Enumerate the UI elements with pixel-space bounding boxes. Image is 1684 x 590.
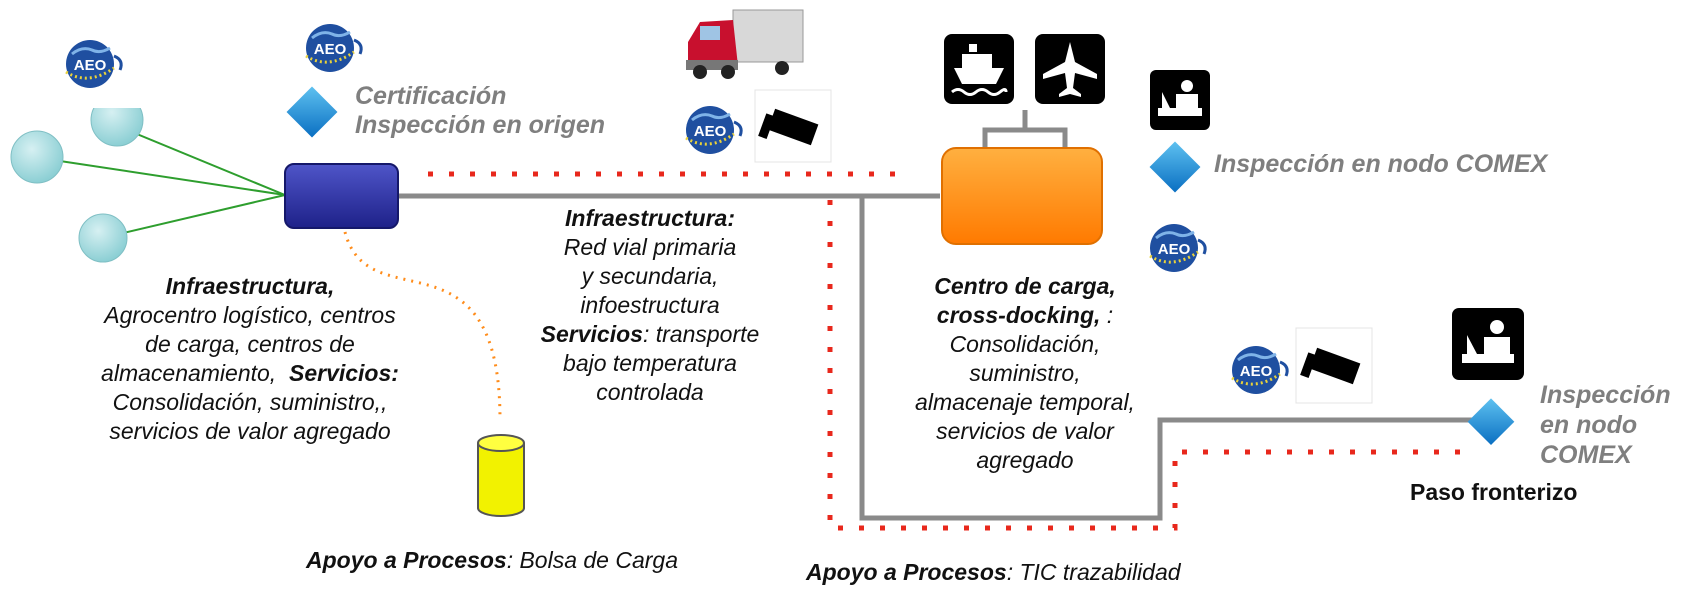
farm-circle-bottom (78, 213, 128, 263)
origin-infra-title: Infraestructura, (165, 273, 335, 299)
customs-officer-icon-border (1452, 308, 1524, 380)
road-line-6: controlada (596, 379, 704, 405)
hub-title-2: cross-docking, (936, 302, 1101, 328)
svg-text:AEO: AEO (694, 123, 727, 140)
support-left-title: Apoyo a Procesos (306, 547, 507, 573)
hub-line-3: almacenaje temporal, (915, 389, 1135, 415)
origin-line-2: de carga, centros de (145, 331, 355, 357)
road-description: Infraestructura: Red vial primaria y sec… (515, 204, 785, 407)
farm-connections (39, 124, 286, 239)
aeo-logo-icon-3: AEO (674, 100, 752, 163)
svg-text:AEO: AEO (1158, 241, 1191, 258)
border-crossing-label: Paso fronterizo (1410, 479, 1578, 505)
red-dotted-path (428, 171, 1475, 531)
support-cargo-exchange-label: Apoyo a Procesos: Bolsa de Carga (306, 546, 678, 575)
border-inspection-line-2: en nodo (1540, 411, 1638, 439)
origin-services-title: Servicios: (288, 360, 399, 386)
origin-line-4: Consolidación, suministro,, (112, 389, 388, 415)
origin-description: Infraestructura, Agrocentro logístico, c… (70, 272, 430, 446)
origin-line-3: almacenamiento, (101, 360, 289, 386)
origin-line-5: servicios de valor agregado (109, 418, 391, 444)
aeo-logo-icon-1: AEO (54, 34, 132, 97)
aeo-logo-icon-4: AEO (1138, 218, 1216, 281)
road-line-1: Red vial primaria (563, 234, 737, 260)
hub-line-5: agregado (976, 447, 1074, 473)
diamond-icon-border (1467, 398, 1515, 446)
ship-icon (944, 34, 1014, 104)
road-line-2: y secundaria, (581, 263, 719, 289)
hub-title-1: Centro de carga, (934, 273, 1116, 299)
route-line (398, 110, 1475, 521)
airplane-icon (1035, 34, 1105, 104)
database-icon (477, 434, 525, 517)
svg-text:AEO: AEO (1240, 363, 1273, 380)
hub-line-2: suministro, (969, 360, 1081, 386)
road-infra-title: Infraestructura: (565, 205, 735, 231)
support-left-rest: : Bolsa de Carga (506, 547, 679, 573)
support-right-rest: : TIC trazabilidad (1006, 559, 1181, 585)
orange-dotted-curve (343, 231, 502, 421)
support-right-title: Apoyo a Procesos (806, 559, 1007, 585)
svg-text:AEO: AEO (74, 57, 107, 74)
origin-inspection-line: Inspección en origen (355, 111, 606, 139)
hub-line-1: Consolidación, (949, 331, 1101, 357)
border-inspection-label: Inspección en nodo COMEX (1540, 380, 1671, 470)
road-line-5: bajo temperatura (563, 350, 737, 376)
farm-circle-left (10, 130, 64, 184)
support-traceability-label: Apoyo a Procesos: TIC trazabilidad (806, 558, 1181, 587)
origin-line-1: Agrocentro logístico, centros (104, 302, 396, 328)
border-inspection-line-3: COMEX (1540, 441, 1632, 469)
border-inspection-line-1: Inspección (1540, 381, 1671, 409)
road-services-title: Servicios (540, 321, 643, 347)
hub-node (941, 147, 1103, 245)
certification-label: Certificación Inspección en origen (355, 82, 605, 140)
road-services-rest: : transporte (642, 321, 760, 347)
aeo-logo-icon-2: AEO (294, 18, 372, 81)
diamond-icon-node (1149, 141, 1201, 193)
truck-image-icon (686, 6, 804, 84)
camera-icon-top (754, 89, 832, 163)
road-line-3: infoestructura (580, 292, 720, 318)
customs-officer-icon-node (1150, 70, 1210, 130)
diamond-icon-origin (286, 86, 338, 138)
certification-line: Certificación (355, 82, 507, 110)
hub-description: Centro de carga, cross-docking, : Consol… (875, 272, 1175, 475)
node-inspection-label: Inspección en nodo COMEX (1214, 150, 1548, 178)
origin-node (284, 163, 399, 229)
hub-title-2-rest: : (1100, 302, 1114, 328)
hub-line-4: servicios de valor (936, 418, 1114, 444)
aeo-logo-icon-5: AEO (1220, 340, 1298, 403)
svg-text:AEO: AEO (314, 41, 347, 58)
camera-icon-bottom (1295, 327, 1373, 404)
